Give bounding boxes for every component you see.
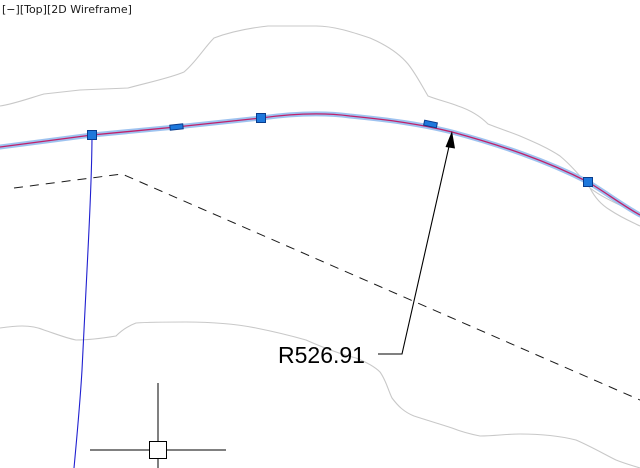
radius-label[interactable]: R526.91 — [278, 342, 365, 368]
alignment-midgrip[interactable] — [169, 123, 184, 131]
pickbox-icon — [149, 441, 167, 459]
profile-line — [73, 133, 93, 468]
alignment-grip[interactable] — [87, 130, 97, 140]
dashed-line — [13, 173, 640, 401]
contour-line-right — [589, 187, 640, 227]
contour-line-upper — [0, 25, 640, 215]
radius-leader-line — [378, 141, 451, 355]
arrowhead-icon — [445, 131, 455, 149]
crosshair-cursor-icon — [90, 383, 226, 468]
viewport-controls: [−][Top][2D Wireframe] — [2, 3, 132, 17]
alignment-midgrip[interactable] — [423, 119, 438, 129]
view-control[interactable]: [Top] — [19, 3, 47, 16]
visual-style-control[interactable]: [2D Wireframe] — [46, 3, 132, 16]
alignment-grip[interactable] — [256, 113, 266, 123]
viewport-minimize-control[interactable]: [−] — [2, 3, 20, 16]
alignment-grip[interactable] — [583, 177, 593, 187]
alignment-selection-highlight — [0, 111, 640, 218]
contour-line-lower — [0, 321, 640, 468]
